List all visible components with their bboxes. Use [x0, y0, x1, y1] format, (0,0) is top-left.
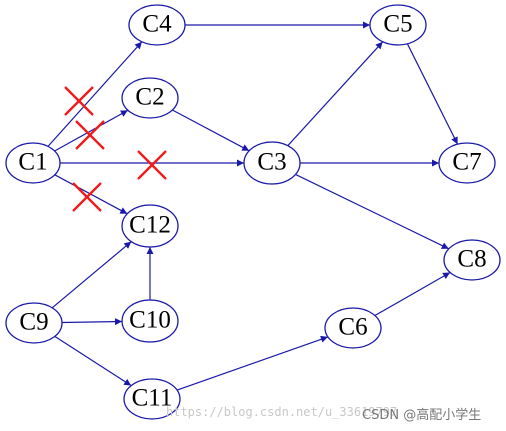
node-label: C12: [129, 212, 171, 239]
node-label: C4: [142, 11, 172, 38]
edge-c9-to-c10: [61, 318, 123, 326]
node-ellipse: [121, 77, 179, 119]
node-ellipse: [121, 299, 179, 343]
node-ellipse: [5, 302, 63, 344]
node-ellipse: [128, 4, 186, 46]
node-label: C9: [19, 309, 48, 336]
cross-mark-c1-c12: [72, 182, 102, 212]
cross-stroke: [75, 120, 105, 150]
node-ellipse: [443, 239, 501, 281]
edge-c5-to-c7: [406, 43, 459, 145]
node-c7: C7: [438, 142, 496, 184]
edge-c1-to-c2: [54, 109, 129, 152]
edge-c3-to-c8: [295, 173, 450, 250]
node-label: C6: [338, 314, 367, 341]
watermark-url: https://blog.csdn.net/u_33619797: [166, 405, 397, 419]
edge-c9-to-c11: [54, 335, 132, 387]
crosses-layer: [64, 86, 167, 212]
node-c12: C12: [121, 204, 179, 248]
node-c1: C1: [5, 142, 61, 184]
watermark-site: CSDN @高配小学生: [362, 407, 481, 423]
edge-c1-to-c4: [47, 41, 143, 147]
cross-stroke: [72, 182, 102, 212]
edge-c2-to-c3: [172, 109, 250, 152]
node-ellipse: [243, 141, 301, 185]
edge-c3-to-c5: [287, 41, 384, 147]
node-label: C5: [383, 11, 412, 38]
node-label: C1: [18, 149, 47, 176]
node-label: C10: [129, 307, 171, 334]
node-c6: C6: [324, 307, 382, 349]
node-label: C8: [457, 246, 486, 273]
edge-c11-to-c6: [176, 335, 329, 391]
node-c11: C11: [123, 378, 181, 420]
edge-c9-to-c12: [51, 241, 132, 309]
node-c9: C9: [5, 302, 63, 344]
node-ellipse: [438, 142, 496, 184]
node-ellipse: [123, 378, 181, 420]
cross-mark-c1-c2: [75, 120, 105, 150]
node-c2: C2: [121, 77, 179, 119]
node-c8: C8: [443, 239, 501, 281]
node-label: C2: [135, 84, 164, 111]
node-label: C3: [257, 149, 286, 176]
edges-layer: [47, 21, 459, 391]
node-ellipse: [5, 142, 61, 184]
node-label: C7: [452, 149, 481, 176]
node-ellipse: [369, 4, 427, 46]
edge-c6-to-c8: [374, 271, 451, 317]
node-label: C11: [132, 385, 173, 412]
cross-mark-c1-c3: [137, 150, 167, 180]
cross-stroke: [137, 150, 167, 180]
node-ellipse: [324, 307, 382, 349]
node-c5: C5: [369, 4, 427, 46]
node-c4: C4: [128, 4, 186, 46]
cross-mark-c1-c4: [64, 86, 94, 116]
node-ellipse: [121, 204, 179, 248]
node-c3: C3: [243, 141, 301, 185]
node-c10: C10: [121, 299, 179, 343]
cross-stroke: [64, 86, 94, 116]
